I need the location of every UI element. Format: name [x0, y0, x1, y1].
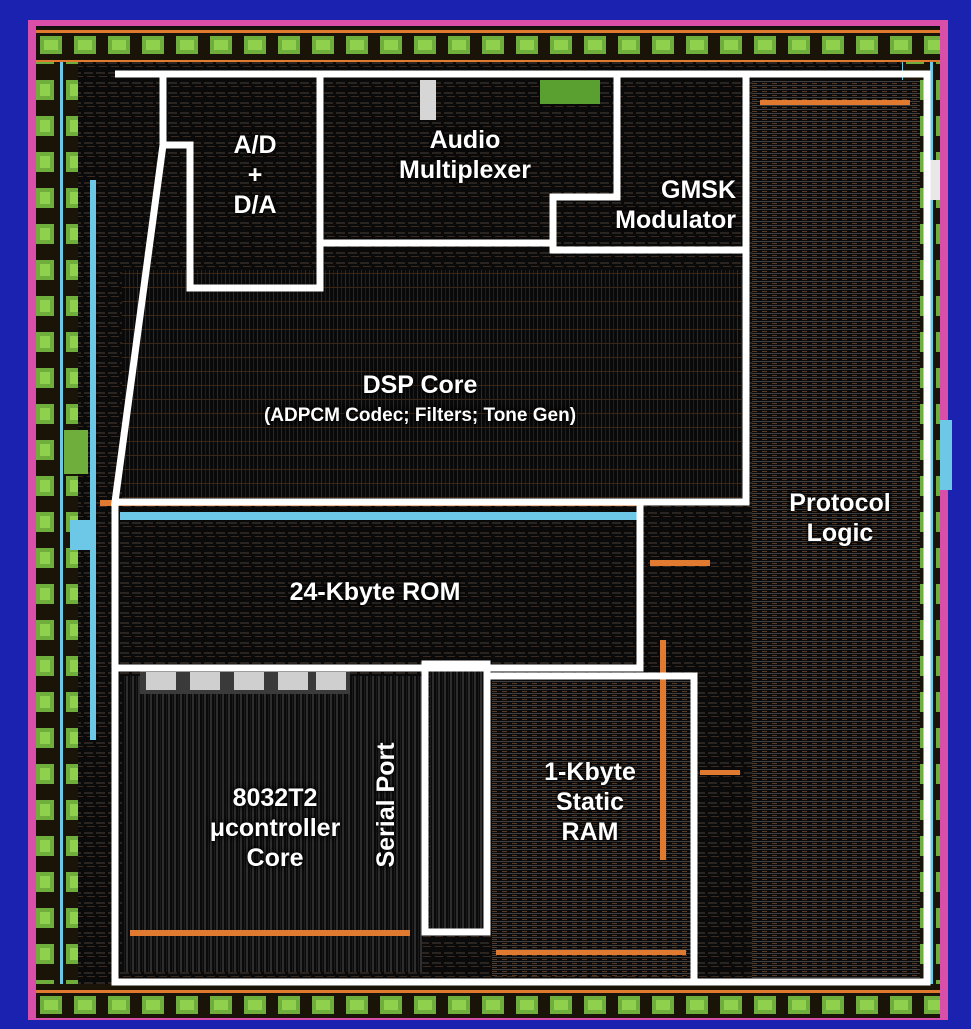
label-protocol-logic: Protocol Logic [760, 488, 920, 548]
label-gmsk-modulator: GMSK Modulator [586, 175, 736, 235]
audio-line-1: Audio [429, 126, 501, 154]
sram-line-1: 1-Kbyte [544, 758, 636, 786]
dsp-title: DSP Core [362, 371, 478, 399]
uc-line-3: Core [246, 844, 304, 872]
label-dsp-functions: (ADPCM Codec; Filters; Tone Gen) [190, 405, 650, 428]
ad-line-3: D/A [233, 191, 277, 219]
rom-text: 24-Kbyte ROM [289, 578, 461, 606]
label-sram: 1-Kbyte Static RAM [515, 757, 665, 847]
audio-line-2: Multiplexer [399, 156, 531, 184]
block-outlines [110, 70, 931, 986]
outline-protocol-logic [111, 70, 931, 986]
gmsk-line-2: Modulator [615, 206, 736, 234]
outline-serial-port [421, 660, 491, 936]
label-serial-port: Serial Port [371, 715, 401, 895]
ad-line-1: A/D [233, 131, 277, 159]
protocol-line-1: Protocol [789, 489, 891, 517]
outline-dsp-core [110, 70, 750, 506]
sram-line-2: Static [555, 788, 625, 816]
label-rom: 24-Kbyte ROM [220, 577, 530, 607]
protocol-line-2: Logic [806, 519, 874, 547]
uc-line-1: 8032T2 [232, 784, 318, 812]
uc-line-2: μcontroller [209, 814, 341, 842]
label-audio-multiplexer: Audio Multiplexer [380, 125, 550, 185]
gmsk-line-1: GMSK [661, 176, 736, 204]
label-ad-da: A/D + D/A [205, 130, 305, 220]
label-dsp-core: DSP Core [200, 370, 640, 400]
ad-line-2: + [247, 161, 263, 189]
dsp-subtitle: (ADPCM Codec; Filters; Tone Gen) [263, 405, 577, 426]
outline-sram [487, 672, 698, 982]
label-uc-core: 8032T2 μcontroller Core [180, 783, 370, 873]
serial-text: Serial Port [372, 742, 400, 868]
metal-routing [64, 80, 952, 984]
sram-line-3: RAM [561, 818, 619, 846]
